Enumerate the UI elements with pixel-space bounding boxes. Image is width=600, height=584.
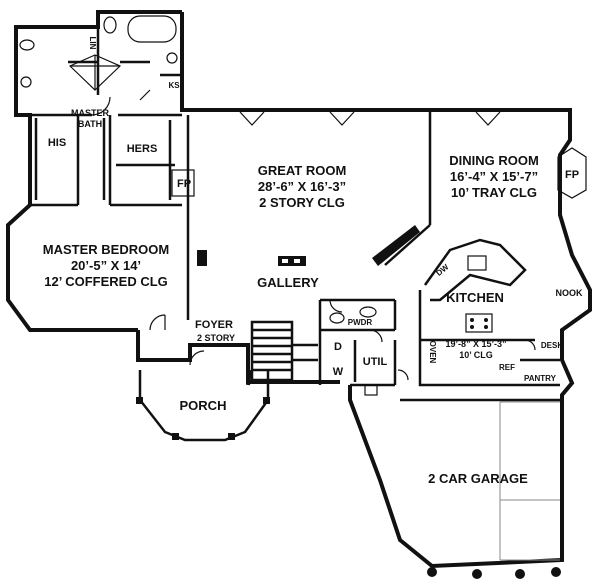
- label-util: UTIL: [363, 356, 388, 368]
- garage-doors: [499, 401, 560, 561]
- label-dining-room: DINING ROOM: [449, 153, 539, 168]
- label-dining-room-clg: 10’ TRAY CLG: [451, 185, 537, 200]
- porch: [138, 370, 270, 442]
- label-desk: DESK: [541, 341, 563, 350]
- label-oven: OVEN: [428, 341, 437, 364]
- label-dryer: D: [334, 341, 342, 353]
- label-great-room: GREAT ROOM: [258, 163, 347, 178]
- label-dining-room-dims: 16’-4” X 15’-7”: [450, 169, 538, 184]
- label-kitchen-clg: 10’ CLG: [459, 350, 493, 360]
- label-gallery: GALLERY: [257, 275, 319, 290]
- doors: [19, 15, 587, 396]
- label-master-bedroom-dims: 20’-5” X 14’: [71, 258, 141, 273]
- label-ks: KS: [168, 81, 180, 90]
- label-kitchen-dims: 19’-8” X 15’-3”: [445, 339, 506, 349]
- label-hers: HERS: [127, 143, 158, 155]
- label-master-bath-2: BATH: [78, 119, 102, 129]
- label-ref: REF: [499, 363, 515, 372]
- label-master-bath-1: MASTER: [71, 108, 110, 118]
- label-washer: W: [333, 366, 344, 378]
- garage-columns: [427, 567, 561, 579]
- label-fp-dining-room: FP: [565, 169, 579, 181]
- label-foyer-story: 2 STORY: [197, 333, 235, 343]
- fixtures-light: [282, 259, 300, 263]
- room-labels: MASTER BATH HIS HERS LIN KS GREAT ROOM 2…: [43, 37, 583, 486]
- label-dw: DW: [434, 262, 450, 278]
- label-pwdr: PWDR: [348, 318, 373, 327]
- label-master-bedroom-clg: 12’ COFFERED CLG: [44, 274, 168, 289]
- label-fp-great-room: FP: [177, 178, 191, 190]
- label-pantry: PANTRY: [524, 374, 557, 383]
- label-his: HIS: [48, 137, 66, 149]
- label-master-bedroom: MASTER BEDROOM: [43, 242, 169, 257]
- label-porch: PORCH: [180, 398, 227, 413]
- porch-columns: [136, 397, 270, 440]
- label-lin: LIN: [88, 37, 97, 50]
- label-garage: 2 CAR GARAGE: [428, 471, 528, 486]
- label-great-room-clg: 2 STORY CLG: [259, 195, 345, 210]
- fixtures-dark: [197, 225, 488, 329]
- label-nook: NOOK: [556, 288, 584, 298]
- label-great-room-dims: 28’-6” X 16’-3”: [258, 179, 346, 194]
- label-kitchen: KITCHEN: [446, 290, 504, 305]
- interior-walls: [30, 27, 562, 402]
- label-foyer: FOYER: [195, 319, 233, 331]
